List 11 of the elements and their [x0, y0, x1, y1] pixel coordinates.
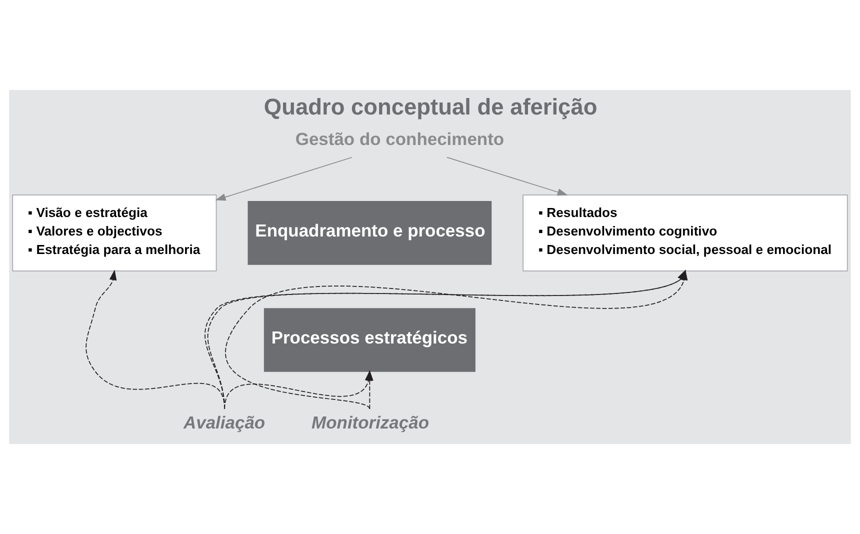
arrow — [366, 370, 374, 410]
node-box: Enquadramento e processo — [248, 201, 492, 265]
node-box: ▪ Resultados ▪ Desenvolvimento cognitivo ▪ Desenvolvimento social, pessoal e emocional — [522, 194, 848, 272]
arrow — [446, 156, 568, 196]
node-text: Avaliação — [184, 412, 266, 432]
arrow — [215, 156, 352, 201]
node-text: Monitorização — [312, 412, 429, 432]
node-text: Gestão do conhecimento — [295, 129, 504, 150]
node-box: Processos estratégicos — [264, 308, 476, 372]
diagram-title: Quadro conceptual de aferição — [264, 93, 598, 120]
node-box: ▪ Visão e estratégia ▪ Valores e objectivos ▪ Estratégia para a melhoria — [12, 194, 217, 272]
